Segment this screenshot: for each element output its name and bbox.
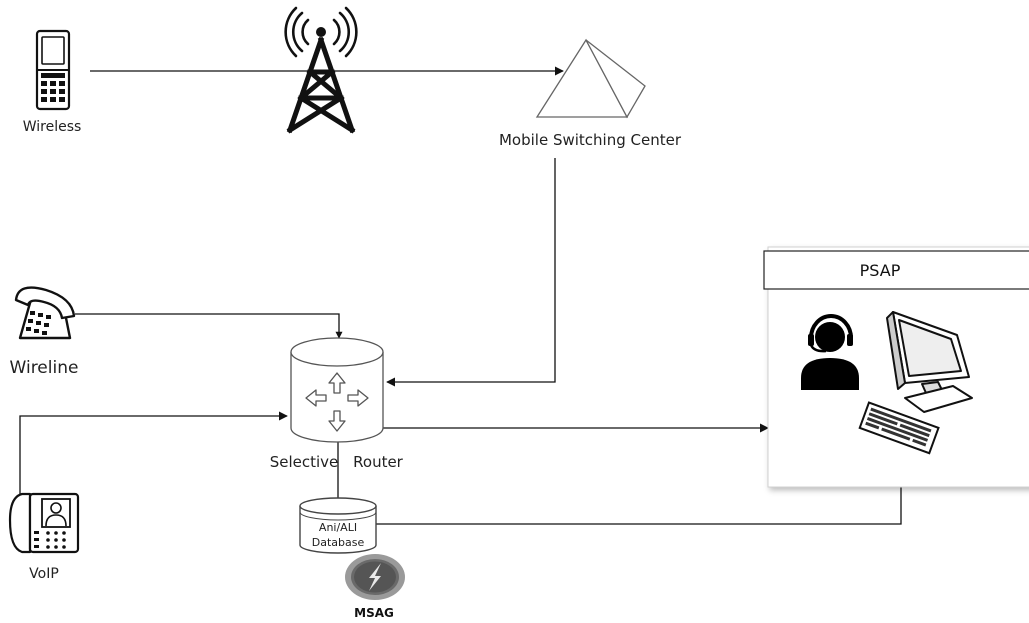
voip-phone-icon [8,492,80,554]
wireless-label: Wireless [23,119,82,135]
psap-title: PSAP [860,261,901,280]
cell-tower-icon [284,6,358,134]
mobile-phone-icon [35,29,71,111]
msc-label: Mobile Switching Center [499,131,682,149]
router-label: Router [353,453,404,471]
operator-headset-icon [801,314,859,390]
msag-label: MSAG [354,606,394,620]
ani-ali-database-icon: Ani/ALI Database [299,497,377,554]
mobile-switching-center-icon [535,38,646,119]
database-label-line2: Database [312,536,365,549]
wireline-label: Wireline [10,358,79,378]
computer-monitor-icon [886,311,973,413]
database-label-line1: Ani/ALI [319,521,357,534]
selective-label: Selective [270,453,339,471]
wireline-to-router-line [75,313,343,339]
msc-to-router-line [386,158,556,387]
selective-router-icon [290,337,384,443]
keyboard-icon [858,401,940,455]
desk-phone-icon [14,286,76,340]
database-to-psap-line [376,487,902,525]
voip-label: VoIP [29,566,59,582]
connector-lines [19,66,902,525]
msag-compass-icon [345,554,405,600]
voip-to-router-line [19,411,288,498]
